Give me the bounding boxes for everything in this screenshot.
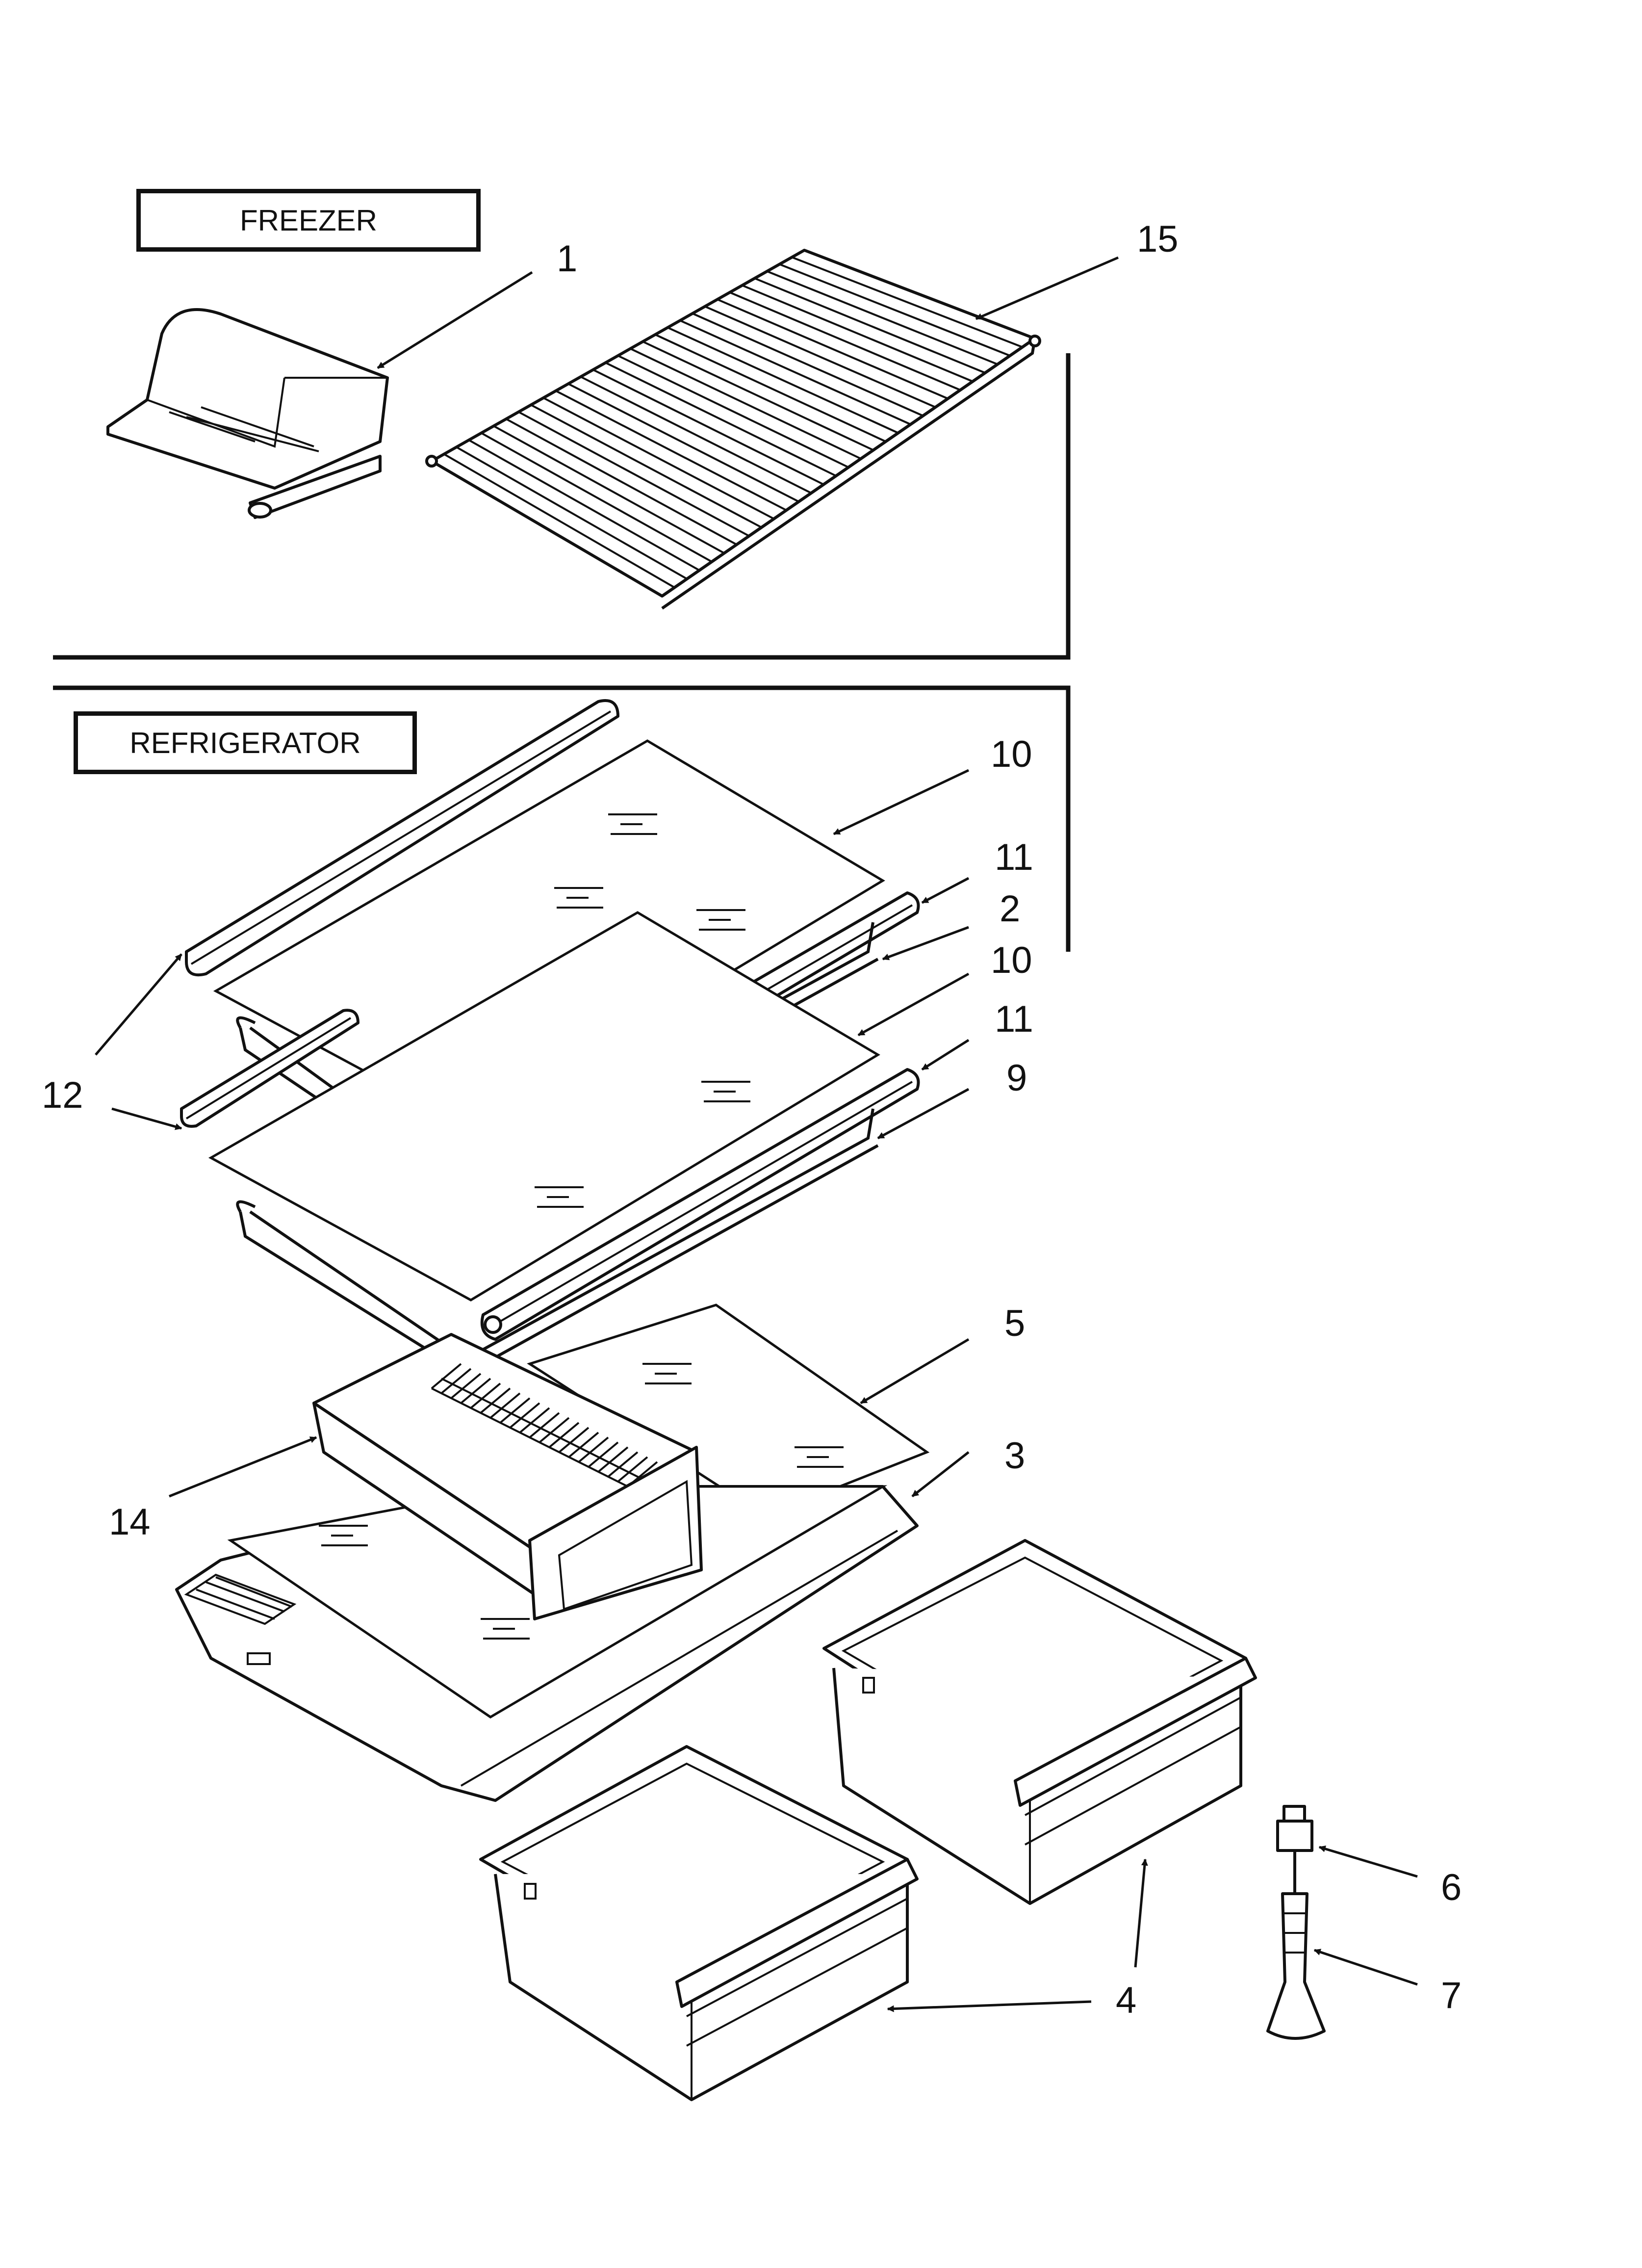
wire-rod — [630, 347, 862, 460]
wire-rod — [704, 305, 936, 408]
wire-rod — [754, 277, 986, 374]
wire-rod — [530, 404, 762, 528]
wire-rod — [592, 368, 824, 486]
drawer-rib — [450, 1373, 482, 1399]
callout-12: 12 — [42, 1074, 83, 1116]
drawer-rib — [499, 1397, 531, 1424]
callout-2: 2 — [1000, 888, 1021, 930]
wire-rod — [506, 418, 737, 546]
glass-shelf-lower — [208, 911, 880, 1302]
wire-rod — [692, 313, 924, 417]
wire-rod — [481, 432, 713, 563]
crisper-bin-left — [479, 1745, 919, 2101]
wire-rod — [679, 319, 911, 425]
callout-10-lower: 10 — [991, 939, 1032, 981]
drawer-rib — [568, 1432, 599, 1458]
drawer-rib — [558, 1427, 590, 1453]
drawer-rib — [489, 1392, 521, 1419]
callout-10-upper: 10 — [991, 733, 1032, 775]
wire-rod — [543, 397, 774, 520]
wire-rod — [791, 256, 1023, 348]
wire-rod — [555, 390, 787, 511]
leveling-cap — [1276, 1805, 1313, 1852]
meat-drawer — [312, 1333, 703, 1620]
shelf-trim-middle — [180, 1009, 359, 1128]
wire-rod — [518, 411, 750, 537]
drawer-rib — [588, 1441, 619, 1468]
wire-rod — [779, 263, 1011, 357]
drawer-rib — [597, 1446, 629, 1473]
wire-rod — [655, 334, 886, 443]
refrigerator-label: REFRIGERATOR — [74, 711, 417, 774]
shelf-frame-lower — [236, 1108, 879, 1376]
callout-11-upper: 11 — [995, 836, 1033, 878]
callout-1: 1 — [557, 238, 578, 280]
refrigerator-section-frame — [53, 685, 1071, 952]
drawer-rib — [509, 1402, 540, 1429]
drawer-rib — [539, 1417, 570, 1443]
freezer-wire-shelf — [425, 249, 1041, 610]
crisper-bin-right — [822, 1539, 1257, 1905]
callout-9: 9 — [1006, 1057, 1027, 1099]
drawer-rib — [548, 1422, 580, 1448]
wire-rod — [717, 298, 949, 400]
drawer-rib — [607, 1451, 639, 1478]
wire-rod — [605, 362, 837, 477]
wire-rod — [567, 383, 799, 503]
wire-rod — [468, 439, 700, 572]
drawer-rib — [519, 1407, 550, 1434]
wire-rod — [493, 425, 725, 554]
callout-3: 3 — [1004, 1435, 1026, 1477]
wire-rod — [617, 355, 849, 469]
freezer-bin — [106, 308, 389, 519]
wire-rod — [443, 453, 675, 589]
shelf-front-trim-lower — [480, 1068, 920, 1341]
drawer-rib — [431, 1363, 462, 1389]
drawer-rib — [470, 1382, 501, 1409]
wire-rod — [804, 249, 1035, 339]
wire-rod — [729, 291, 961, 391]
callout-6: 6 — [1441, 1867, 1462, 1908]
drawer-rib — [617, 1456, 648, 1483]
leader-lines — [95, 256, 1418, 2012]
callout-14: 14 — [109, 1501, 151, 1543]
wire-rod — [742, 284, 974, 383]
shelf-trim-top — [185, 699, 619, 977]
freezer-label: FREEZER — [136, 189, 481, 252]
callout-15: 15 — [1137, 218, 1179, 260]
drawer-rib — [440, 1368, 472, 1394]
callout-4: 4 — [1116, 1980, 1137, 2021]
drawer-rib — [460, 1378, 491, 1404]
wire-rod — [431, 460, 663, 597]
wire-rod — [456, 446, 688, 580]
callout-7: 7 — [1441, 1975, 1462, 2016]
callout-5: 5 — [1004, 1303, 1026, 1344]
freezer-section-frame — [53, 353, 1071, 660]
leveling-leg — [1266, 1851, 1326, 2040]
wire-rod — [667, 326, 899, 434]
drawer-rib — [578, 1436, 609, 1463]
callout-11-lower: 11 — [995, 998, 1033, 1040]
wire-rod — [580, 376, 812, 494]
wire-rod — [767, 270, 998, 365]
wire-rod — [642, 340, 874, 451]
drawer-rib — [529, 1412, 560, 1438]
drawer-rib — [480, 1387, 511, 1414]
